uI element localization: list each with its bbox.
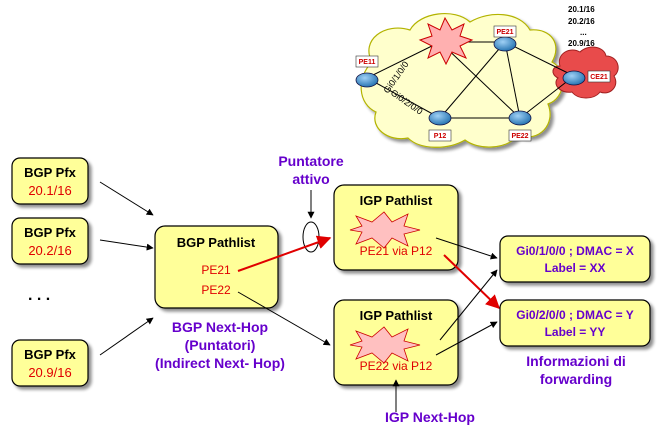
failure-star-topology: [418, 16, 474, 66]
igp2-to-fwd2-arrow: [435, 321, 498, 356]
bgp-pathlist-title: BGP Pathlist: [177, 235, 256, 250]
forwarding-box-1: Gi0/1/0/0 ; DMAC = X Label = XX: [499, 235, 651, 283]
forwarding-line2-1: Label = XX: [544, 261, 605, 275]
igp-pathlist-entry-2: PE22 via P12: [360, 359, 433, 373]
topology-links: [366, 41, 575, 119]
failure-star-2: [349, 326, 421, 364]
bgp-nexthop-label-1: BGP Next-Hop: [172, 319, 268, 335]
ce-prefix-list: 20.1/16 20.2/16 ... 20.9/16: [568, 5, 595, 48]
igp-nexthop-label: IGP Next-Hop: [385, 409, 475, 425]
router-pe11: PE11: [355, 55, 379, 88]
bgp-nexthop-label-2: (Puntatori): [185, 337, 256, 353]
igp2-to-fwd1-arrow: [439, 269, 498, 341]
pfx-arrows: [99, 181, 154, 356]
ellipsis: . . .: [28, 287, 50, 304]
router-p12: P12: [428, 110, 452, 142]
bgp-pfx-title-1: BGP Pfx: [24, 165, 77, 180]
ce-prefix-2: 20.2/16: [568, 17, 595, 26]
router-label-pe21: PE21: [496, 29, 513, 36]
forwarding-info-label-2: forwarding: [540, 371, 612, 387]
router-label-p12: P12: [434, 133, 447, 140]
forwarding-line1-1: Gi0/1/0/0 ; DMAC = X: [516, 244, 634, 258]
forwarding-box-2: Gi0/2/0/0 ; DMAC = Y Label = YY: [499, 299, 651, 347]
bgp-pfx-title-2: BGP Pfx: [24, 225, 77, 240]
igp-pathlist-title-1: IGP Pathlist: [360, 193, 433, 208]
ce-prefix-4: 20.9/16: [568, 39, 595, 48]
router-pe21: PE21: [493, 25, 517, 52]
bgp-pfx-prefix-2: 20.2/16: [28, 243, 71, 258]
forwarding-line1-2: Gi0/2/0/0 ; DMAC = Y: [516, 308, 634, 322]
router-label-pe22: PE22: [511, 133, 528, 140]
forwarding-line2-2: Label = YY: [545, 325, 606, 339]
failure-star-1: [349, 211, 421, 249]
bgp-pfx-title-3: BGP Pfx: [24, 347, 77, 362]
igp-pathlist-entry-1: PE21 via P12: [360, 244, 433, 258]
router-label-ce21: CE21: [590, 74, 608, 81]
ce-prefix-1: 20.1/16: [568, 5, 595, 14]
network-topology: Gi0/1/0/0 Gi0/2/0/0 PE11 PE21 P12 PE22 C…: [355, 5, 619, 148]
igp-pathlist-title-2: IGP Pathlist: [360, 308, 433, 323]
ce-prefix-3: ...: [580, 28, 587, 37]
backup-path-arrow: [237, 291, 331, 346]
router-pe22: PE22: [508, 110, 532, 142]
bgp-pfx-box-2: BGP Pfx 20.2/16: [11, 217, 89, 265]
router-label-pe11: PE11: [359, 59, 376, 66]
active-path-arrow: [237, 235, 332, 272]
igp1-to-fwd1-arrow: [435, 237, 498, 260]
bgp-pfx-prefix-3: 20.9/16: [28, 365, 71, 380]
active-pointer-label-2: attivo: [292, 171, 329, 187]
active-pointer-label-1: Puntatore: [278, 153, 344, 169]
bgp-pathlist-box: BGP Pathlist PE21 PE22: [154, 225, 279, 309]
igp-pathlist-box-1: IGP Pathlist PE21 via P12: [333, 184, 459, 271]
igp1-to-fwd2-arrow: [443, 254, 501, 309]
igp-pathlist-box-2: IGP Pathlist PE22 via P12: [333, 299, 459, 386]
bgp-pathlist-entry-2: PE22: [201, 283, 231, 297]
bgp-nexthop-label-3: (Indirect Next- Hop): [155, 355, 285, 371]
forwarding-info-label-1: Informazioni di: [526, 353, 626, 369]
bgp-pfx-box-1: BGP Pfx 20.1/16: [11, 157, 89, 205]
bgp-pfx-box-3: BGP Pfx 20.9/16: [11, 339, 89, 387]
bgp-pfx-prefix-1: 20.1/16: [28, 183, 71, 198]
router-ce21: CE21: [562, 70, 611, 86]
ce-cloud: [552, 46, 619, 99]
bgp-pathlist-entry-1: PE21: [201, 263, 231, 277]
